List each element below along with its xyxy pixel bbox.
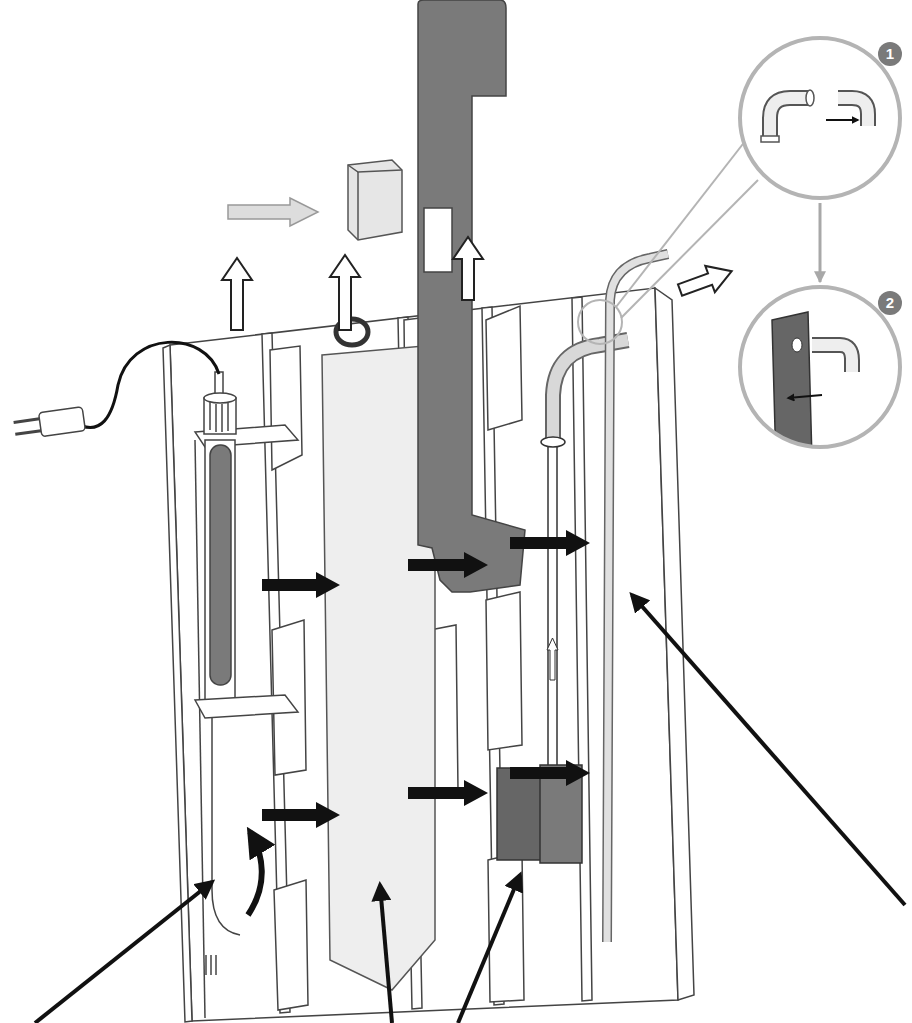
flow-arrows (408, 780, 488, 806)
power-cord (82, 342, 219, 427)
heater (210, 445, 231, 685)
flow-arrows (262, 530, 590, 828)
detail-view (740, 38, 900, 466)
filter-housing (163, 345, 192, 1022)
heater (195, 695, 298, 718)
media-block (348, 160, 402, 240)
return-hose (553, 340, 628, 442)
flow-arrows (408, 552, 488, 578)
detail-circle: 2 (738, 285, 902, 449)
callout-number: 1 (878, 42, 902, 66)
leader-lines (35, 882, 212, 1023)
lift-arrows (330, 255, 360, 330)
return-hose (607, 254, 668, 942)
detail-view (792, 338, 802, 352)
return-hose (541, 437, 565, 447)
filter-housing (195, 440, 205, 1018)
leader-lines (458, 875, 520, 1023)
flow-arrows (262, 802, 340, 828)
heater (212, 718, 240, 935)
detail-view (772, 312, 812, 466)
zoom-pointer (578, 140, 758, 344)
divider-panels (274, 880, 308, 1010)
detail-view (770, 98, 808, 140)
leader-lines (632, 595, 905, 905)
media-block (348, 160, 402, 240)
detail-view (812, 345, 852, 372)
detail-view (740, 287, 900, 447)
overflow-bracket (424, 208, 452, 272)
leader-lines (35, 595, 905, 1023)
return-pump (497, 768, 545, 860)
power-cord (15, 431, 41, 435)
lift-arrows (222, 258, 252, 330)
media-block (348, 165, 402, 172)
move-arrow (228, 198, 318, 226)
detail-view (761, 90, 868, 142)
divider-panels (572, 297, 592, 1001)
flow-arrow (248, 832, 262, 915)
return-hose (541, 254, 668, 942)
zoom-connector (819, 203, 822, 282)
divider-panels (486, 306, 522, 430)
heater (215, 404, 217, 432)
lift-arrows (675, 258, 736, 303)
overflow-bracket (418, 0, 525, 592)
heater (209, 402, 211, 430)
return-pump (547, 638, 558, 680)
zoom-pointer (621, 180, 758, 318)
flow-arrows (262, 572, 340, 598)
leader-lines (380, 885, 392, 1023)
detail-circle: 1 (738, 36, 902, 200)
detail-view (788, 395, 822, 398)
detail-view (770, 98, 808, 140)
detail-view (772, 312, 852, 466)
heater (227, 403, 229, 431)
divider-panels (486, 592, 522, 750)
media-block (357, 172, 359, 240)
detail-view (812, 345, 852, 372)
detail-view (806, 90, 814, 106)
heater (205, 955, 207, 975)
return-hose (553, 340, 628, 442)
detail-view (838, 98, 868, 126)
lift-arrows (453, 237, 483, 300)
return-hose (607, 254, 668, 942)
detail-view (761, 136, 779, 142)
power-cord (13, 342, 219, 440)
flow-arrows (510, 760, 590, 786)
return-pump (548, 445, 557, 767)
divider-panels (270, 346, 302, 470)
callout-number: 2 (878, 291, 902, 315)
overflow-bracket (418, 0, 525, 592)
heater (204, 393, 236, 403)
detail-view (740, 38, 900, 198)
detail-view (826, 119, 858, 121)
heater (221, 404, 223, 432)
zoom-pointer (616, 140, 746, 307)
zoom-pointer (578, 300, 622, 344)
power-cord (13, 407, 86, 441)
power-cord (39, 407, 86, 437)
detail-view (838, 98, 868, 126)
heater (205, 440, 235, 705)
return-pump (497, 445, 582, 863)
heater (210, 955, 212, 975)
flow-arrows (510, 530, 590, 556)
power-cord (14, 419, 40, 423)
heater (215, 955, 217, 975)
